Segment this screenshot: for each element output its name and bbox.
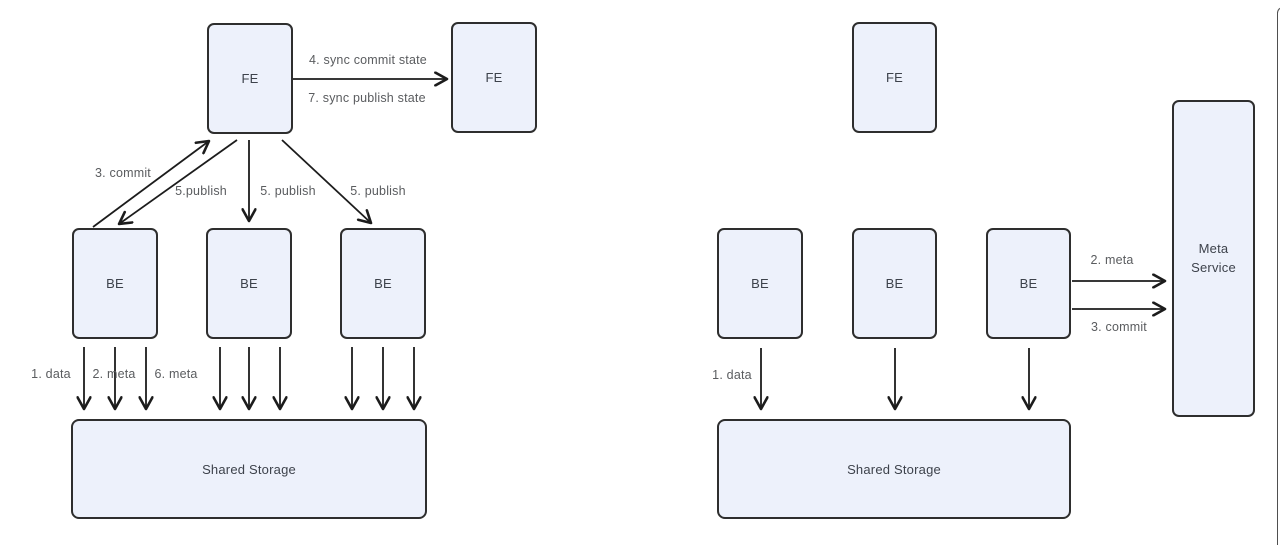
- edge-label-right-data: 1. data: [712, 368, 752, 382]
- edge-label-meta-6: 6. meta: [154, 367, 198, 381]
- edge-label-meta-2: 2. meta: [92, 367, 136, 381]
- node-right-be2: BE: [852, 228, 937, 339]
- node-label: Shared Storage: [202, 461, 296, 477]
- edge-label-publish-middle: 5. publish: [260, 184, 316, 198]
- node-label: BE: [751, 276, 769, 291]
- node-label: BE: [106, 276, 124, 291]
- edge-label-sync-publish-state: 7. sync publish state: [308, 91, 426, 105]
- node-label: BE: [885, 276, 904, 291]
- node-left-fe-replica: FE: [451, 22, 537, 133]
- node-label: BE: [240, 276, 258, 291]
- node-right-fe: FE: [852, 22, 937, 133]
- node-label: BE: [374, 276, 392, 291]
- node-label: FE: [241, 71, 259, 86]
- edge-label-sync-commit-state: 4. sync commit state: [309, 53, 427, 67]
- node-label: Meta Service: [1191, 241, 1236, 275]
- edge-publish-fe-to-be1: [119, 139, 238, 224]
- node-meta-service: Meta Service: [1172, 100, 1255, 417]
- node-label: Shared Storage: [847, 461, 941, 477]
- edge-label-data: 1. data: [31, 367, 71, 381]
- node-left-fe-primary: FE: [207, 23, 293, 134]
- edge-label-right-commit: 3. commit: [1091, 320, 1147, 334]
- edge-label-publish-right: 5. publish: [350, 184, 406, 198]
- node-left-be2: BE: [206, 228, 292, 339]
- node-left-shared-storage: Shared Storage: [71, 419, 427, 519]
- node-right-shared-storage: Shared Storage: [717, 419, 1071, 519]
- edge-label-right-meta: 2. meta: [1090, 253, 1134, 267]
- edge-label-commit: 3. commit: [95, 166, 151, 180]
- node-label: FE: [885, 70, 903, 85]
- edge-publish-fe-to-be3: [281, 139, 371, 223]
- node-label: BE: [1019, 276, 1038, 291]
- cutoff-panel-edge: [1277, 7, 1280, 545]
- node-label: FE: [485, 70, 503, 85]
- node-right-be1: BE: [717, 228, 803, 339]
- edge-label-publish-left: 5.publish: [175, 184, 227, 198]
- node-left-be1: BE: [72, 228, 158, 339]
- node-right-be3: BE: [986, 228, 1071, 339]
- node-left-be3: BE: [340, 228, 426, 339]
